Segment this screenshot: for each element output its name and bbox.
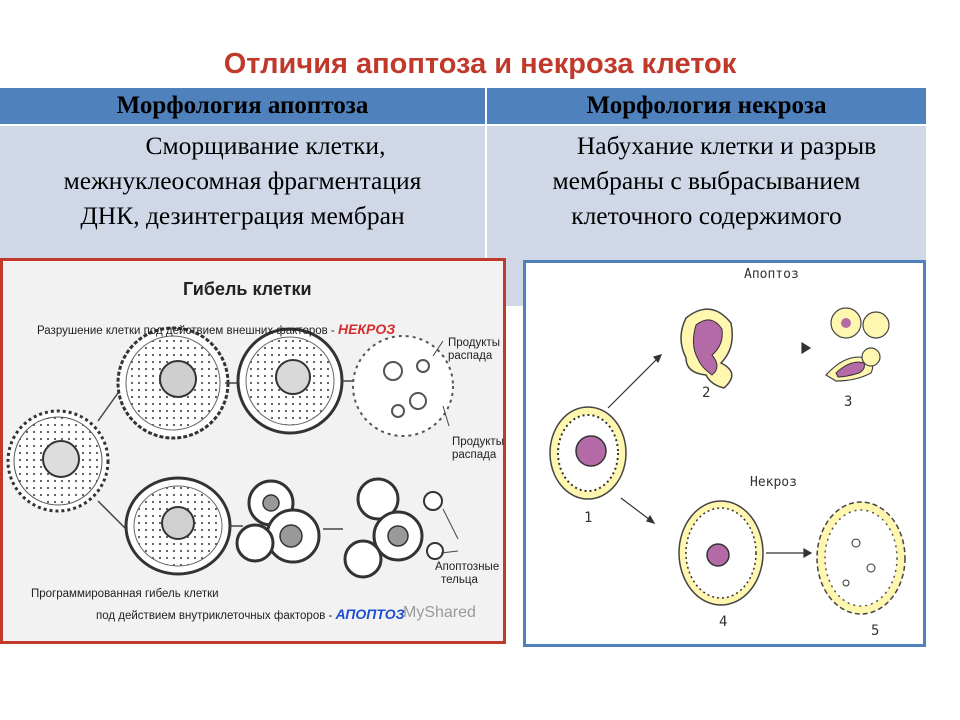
cell-number-3: 3 [844, 394, 853, 410]
necrosis-row-drawing [116, 326, 454, 440]
decay-products-mid-line-2: распада [452, 449, 497, 461]
watermark: MyShared [403, 604, 476, 621]
apoptotic-bodies-label: Апоптозные тельца [435, 561, 499, 587]
decay-products-top-line-1: Продукты [448, 337, 500, 349]
apoptotic-bodies-line-1: Апоптозные [435, 561, 500, 573]
necrosis-keyword: НЕКРОЗ [337, 321, 396, 337]
cell-number-1: 1 [584, 510, 593, 526]
cell-number-5: 5 [871, 623, 880, 639]
programmed-death-line-2: под действием внутриклеточных факторов -… [96, 606, 405, 622]
decay-products-mid-label: Продукты распада [452, 436, 504, 462]
apoptosis-necrosis-figure: Апоптоз Некроз 1 2 3 4 5 [523, 260, 926, 647]
necrosis-caption-line: Разрушение клетки под действием внешних … [37, 321, 395, 337]
cell-necrosis: Набухание клетки и разрыв мембраны с выб… [487, 126, 926, 306]
necrosis-label: Некроз [750, 475, 797, 490]
apoptosis-line-2: межнуклеосомная фрагментация [63, 166, 422, 195]
cell-2-drawing [680, 308, 733, 389]
cell-1-drawing [549, 406, 627, 500]
cell-4-drawing [678, 500, 764, 606]
apoptosis-line-1: Сморщивание клетки, [145, 131, 386, 160]
initial-cell-drawing [6, 409, 110, 513]
necrosis-line-1: Набухание клетки и разрыв [576, 131, 877, 160]
apoptosis-keyword: АПОПТОЗ [335, 606, 405, 622]
apoptosis-label: Апоптоз [744, 267, 799, 282]
necrosis-line-2: мембраны с выбрасыванием [552, 166, 861, 195]
flow-arrows [607, 341, 813, 559]
header-necrosis: Морфология некроза [586, 92, 827, 119]
necrosis-caption-text: Разрушение клетки под действием внешних … [37, 325, 338, 337]
programmed-death-line-1: Программированная гибель клетки [31, 588, 219, 600]
cell-death-title: Гибель клетки [183, 279, 312, 299]
apoptosis-necrosis-drawing [549, 307, 906, 615]
cell-death-drawing [6, 326, 459, 579]
decay-products-mid-line-1: Продукты [452, 436, 504, 448]
cell-3-drawing [825, 307, 890, 382]
slide-title: Отличия апоптоза и некроза клеток [223, 48, 737, 80]
programmed-death-text: под действием внутриклеточных факторов - [96, 610, 336, 622]
apoptosis-line-3: ДНК, дезинтеграция мембран [80, 201, 405, 230]
header-apoptosis: Морфология апоптоза [0, 88, 487, 124]
decay-products-top-line-2: распада [448, 350, 493, 362]
cell-apoptosis: Сморщивание клетки, межнуклеосомная фраг… [0, 126, 487, 306]
apoptotic-bodies-line-2: тельца [441, 574, 478, 586]
apoptosis-row-drawing [124, 476, 459, 579]
cell-number-4: 4 [719, 614, 728, 630]
decay-products-top-label: Продукты распада [448, 337, 500, 363]
table-header-row: Морфология апоптоза Морфология некроза [0, 88, 926, 124]
necrosis-line-3: клеточного содержимого [571, 201, 842, 230]
cell-number-2: 2 [702, 385, 711, 401]
cell-death-figure: Гибель клетки Разрушение клетки под дейс… [0, 258, 506, 644]
cell-5-drawing [816, 501, 906, 615]
